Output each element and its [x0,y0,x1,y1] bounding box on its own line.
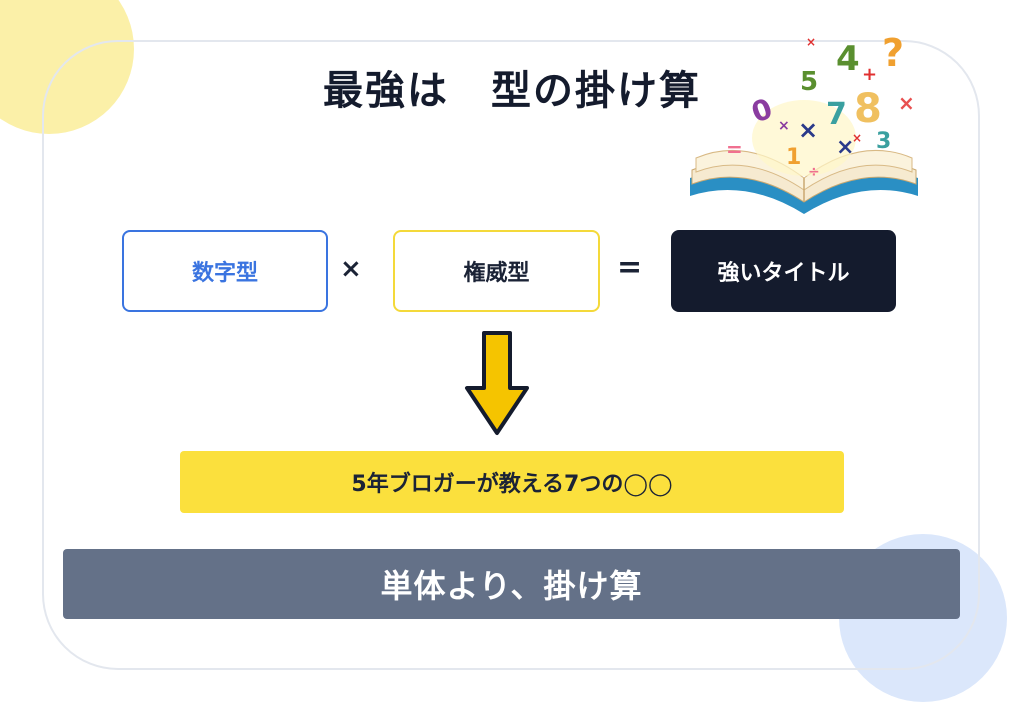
svg-text:×: × [852,131,862,145]
svg-text:4: 4 [836,39,860,79]
formula-box-authority-type: 権威型 [393,230,600,312]
svg-text:×: × [778,118,790,134]
svg-text:÷: ÷ [808,164,820,180]
svg-text:0: 0 [747,92,777,130]
page-title: 最強は 型の掛け算 [323,68,701,114]
down-arrow-icon [465,331,529,435]
formula-box-result: 強いタイトル [671,230,896,312]
example-title-banner: 5年ブロガーが教える7つの◯◯ [180,451,844,513]
svg-text:×: × [836,135,854,160]
svg-text:=: = [726,137,743,161]
open-book-with-flying-numbers-icon: 4 ? 5 0 7 8 3 1 = × × × + × × × ÷ [690,31,918,214]
svg-text:+: + [862,64,877,85]
svg-text:×: × [798,116,818,144]
svg-text:8: 8 [854,86,882,132]
multiply-operator: × [340,254,362,284]
svg-text:×: × [898,91,915,115]
svg-text:1: 1 [786,145,801,170]
svg-text:×: × [806,35,816,49]
formula-box-number-type: 数字型 [122,230,328,312]
equals-operator: = [617,250,643,285]
conclusion-banner: 単体より、掛け算 [63,549,960,619]
svg-text:7: 7 [826,97,847,132]
svg-text:3: 3 [876,129,891,154]
content-card [42,40,980,670]
svg-text:5: 5 [800,67,818,97]
svg-text:?: ? [882,31,904,75]
